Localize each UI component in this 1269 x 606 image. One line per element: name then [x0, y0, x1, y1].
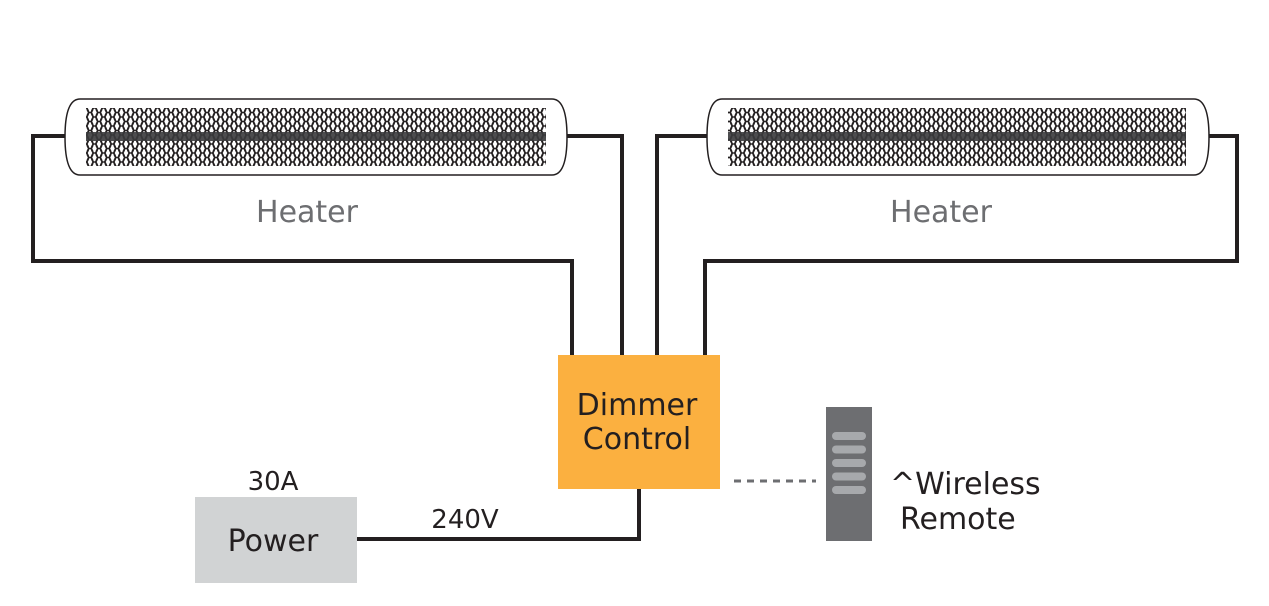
dimmer-control-box — [558, 355, 720, 489]
remote-label-line1: ^Wireless — [890, 467, 1041, 502]
power-box — [195, 497, 357, 583]
wireless-remote: ^Wireless Remote — [826, 407, 1041, 541]
heater-left: Heater — [64, 98, 568, 230]
heater-label: Heater — [890, 195, 993, 230]
right-heater-wiring — [655, 134, 1239, 356]
heater-right: Heater — [706, 98, 1210, 230]
remote-button-icon — [832, 459, 866, 467]
wire-right-inner — [655, 134, 708, 356]
amperage-label: 30A — [248, 467, 299, 497]
heater-element-core — [728, 132, 1186, 141]
dimmer-control: Dimmer Control — [558, 355, 720, 489]
wire-left-inner — [566, 134, 624, 356]
remote-button-icon — [832, 432, 866, 440]
remote-button-icon — [832, 445, 866, 454]
power-source: 30A Power 240V — [195, 467, 499, 583]
remote-buttons — [832, 432, 866, 494]
wire-right-outer — [703, 134, 1239, 356]
remote-label-line2: Remote — [900, 502, 1016, 537]
remote-button-icon — [832, 472, 866, 481]
heater-element-core — [86, 132, 546, 141]
left-heater-wiring — [31, 134, 624, 356]
dimmer-label-line1: Dimmer — [577, 388, 698, 423]
power-label: Power — [228, 524, 319, 559]
heater-label: Heater — [256, 195, 359, 230]
dimmer-label-line2: Control — [583, 422, 691, 457]
remote-button-icon — [832, 486, 866, 494]
voltage-label: 240V — [431, 505, 499, 535]
wire-power-to-dimmer — [356, 488, 641, 541]
wire-left-outer — [31, 134, 574, 356]
